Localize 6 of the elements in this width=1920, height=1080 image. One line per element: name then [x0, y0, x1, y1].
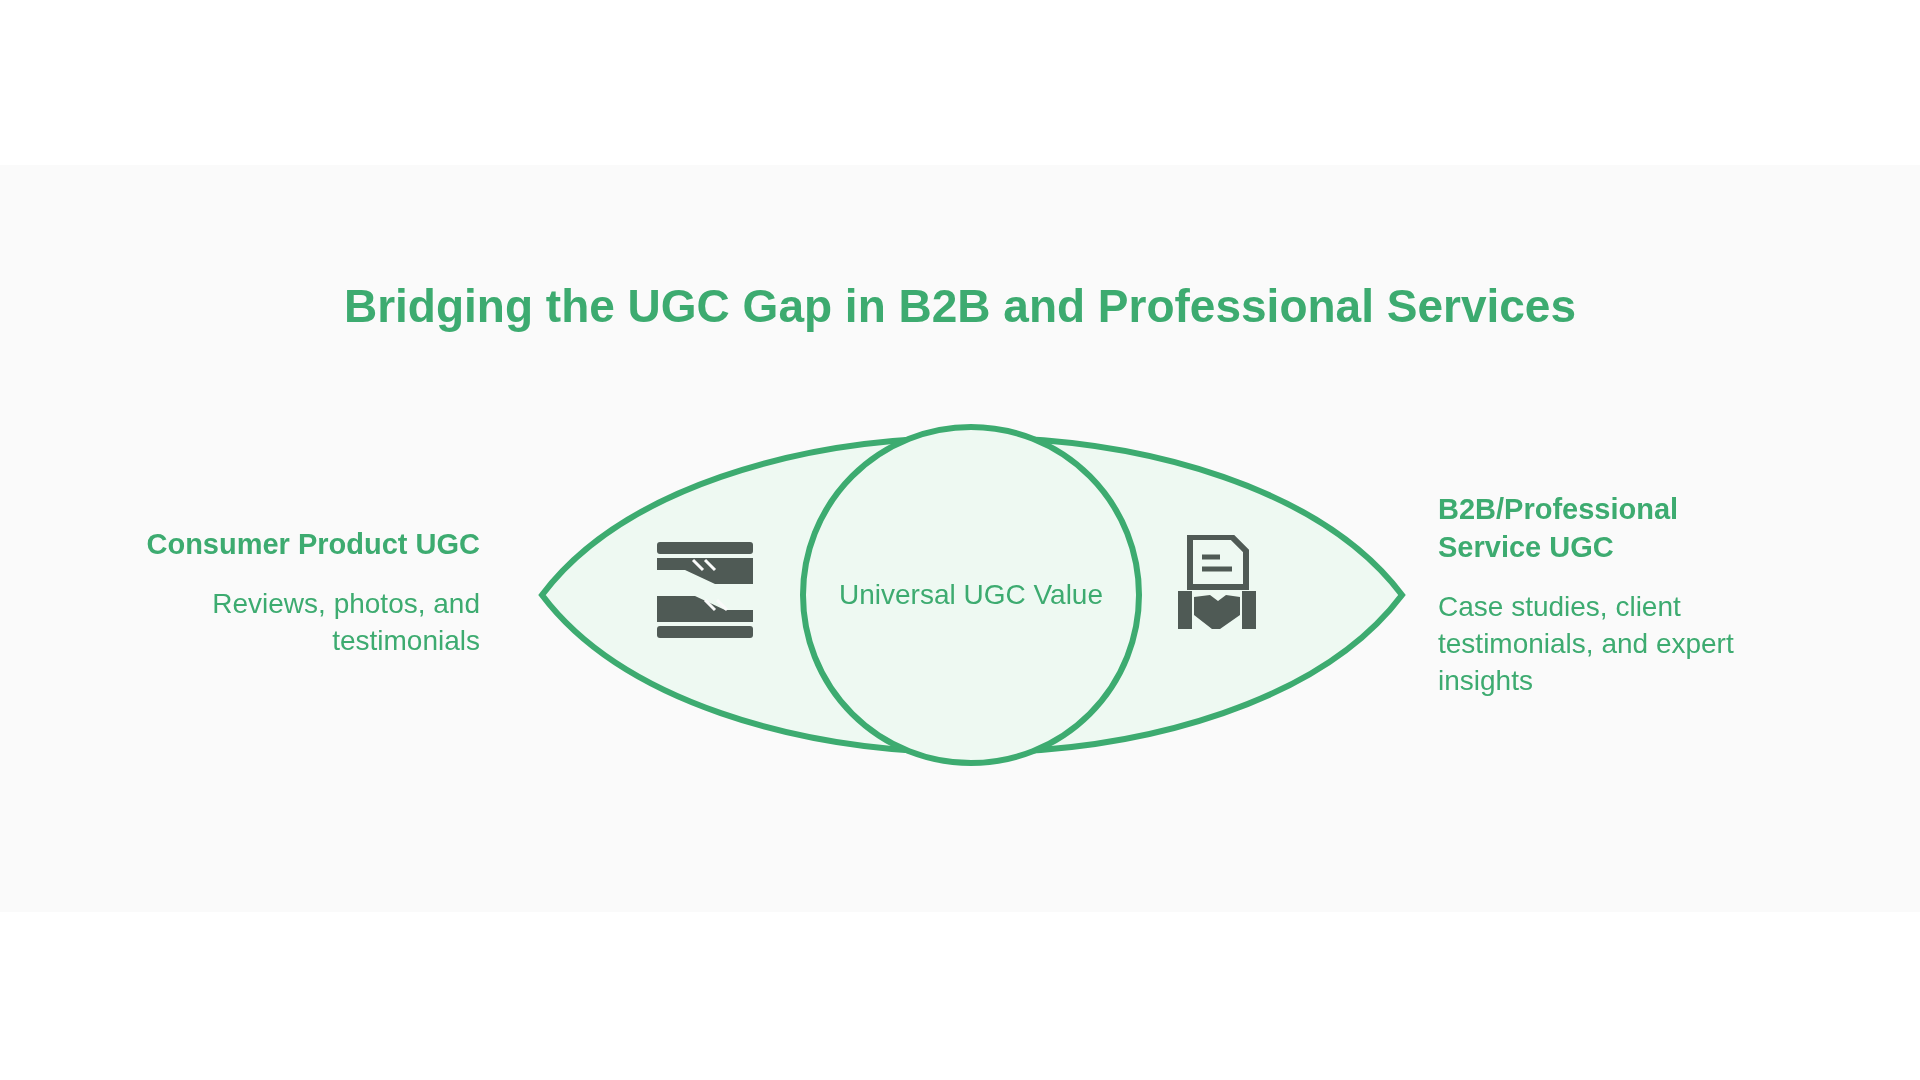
circle-label: Universal UGC Value: [839, 578, 1103, 612]
description: Reviews, photos, and testimonials: [211, 587, 480, 658]
heading: B2B/Professional Service UGC: [1438, 492, 1680, 565]
title: Bridging the UGC Gap in B2B and Professional Services: [342, 279, 1578, 334]
description: Case studies, client testimonials, and expert insights: [1438, 590, 1735, 698]
heading: Consumer Product UGC: [145, 527, 480, 562]
